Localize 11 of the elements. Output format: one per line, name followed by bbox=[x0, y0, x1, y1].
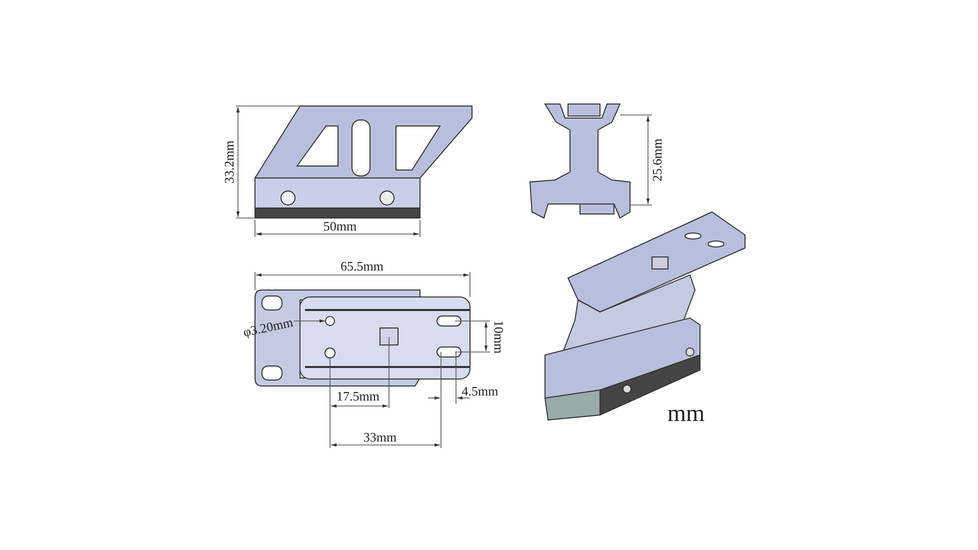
diameter-label: φ3.20mm bbox=[242, 315, 294, 339]
dimension-label: 17.5mm bbox=[336, 390, 380, 402]
dimension-label: 33mm bbox=[363, 430, 397, 444]
dimension-label: 4.5mm bbox=[462, 384, 498, 398]
unit-label: mm bbox=[667, 402, 705, 426]
dimension-label: 25.6mm bbox=[650, 138, 664, 182]
dimension-label: 50mm bbox=[323, 220, 357, 232]
leader-line bbox=[294, 319, 326, 323]
dimension-label: 33.2mm bbox=[222, 140, 236, 184]
dimension-label: 10mm bbox=[492, 320, 506, 354]
dimension-label: 65.5mm bbox=[340, 260, 384, 272]
